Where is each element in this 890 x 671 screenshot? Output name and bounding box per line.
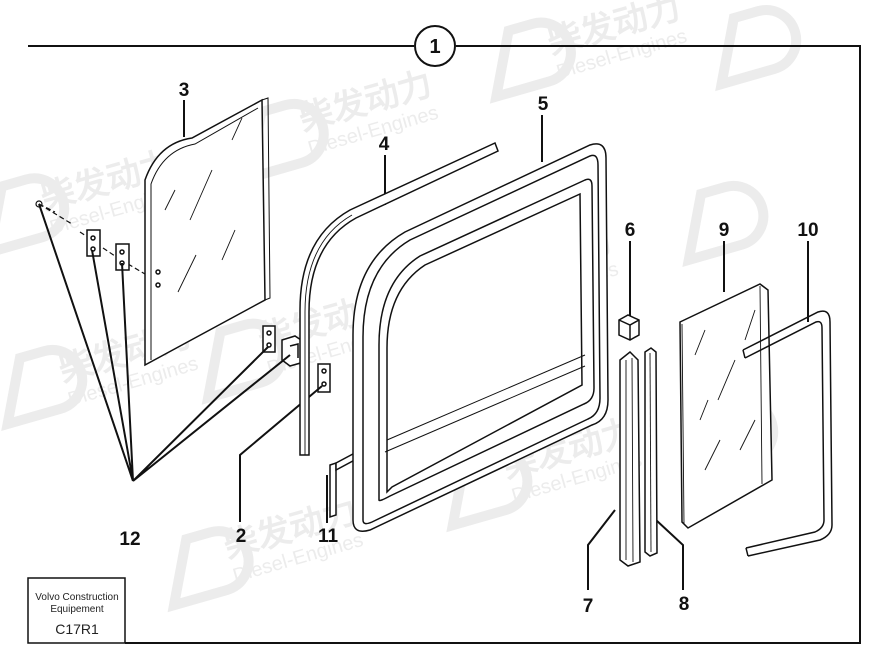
callout-10: 10 <box>797 220 818 241</box>
diagram-frame <box>28 45 861 644</box>
callout-4: 4 <box>379 134 390 155</box>
title-block-company-line1: Volvo Construction <box>35 592 118 603</box>
title-block-company-line2: Equipement <box>50 604 104 615</box>
part-2-latches <box>262 325 331 393</box>
part-12-hinge-brackets <box>86 229 130 271</box>
callout-labels: 3 4 5 6 9 10 12 2 11 7 8 <box>119 80 818 617</box>
callout-9: 9 <box>719 220 730 241</box>
callout-3: 3 <box>179 80 190 101</box>
title-block-code: C17R1 <box>55 621 99 637</box>
part-9-glass-pane <box>679 283 773 529</box>
callout-7: 7 <box>583 596 594 617</box>
leader-lines <box>38 100 809 590</box>
title-block <box>27 577 126 644</box>
part-7-channel <box>619 350 641 567</box>
callout-2: 2 <box>236 526 247 547</box>
part-6-cap <box>618 314 640 341</box>
callout-11: 11 <box>318 526 339 547</box>
part-5-window-frame <box>352 143 609 532</box>
part-4-seal-strip <box>299 141 499 456</box>
callout-12: 12 <box>119 529 140 550</box>
callout-6: 6 <box>625 220 636 241</box>
group-number: 1 <box>429 36 440 58</box>
part-3-quarter-glass <box>144 97 271 367</box>
group-number-circle <box>414 25 456 67</box>
part-8-channel <box>644 347 658 557</box>
part-10-seal-frame <box>742 310 833 557</box>
callout-5: 5 <box>538 94 549 115</box>
callout-8: 8 <box>679 594 690 615</box>
